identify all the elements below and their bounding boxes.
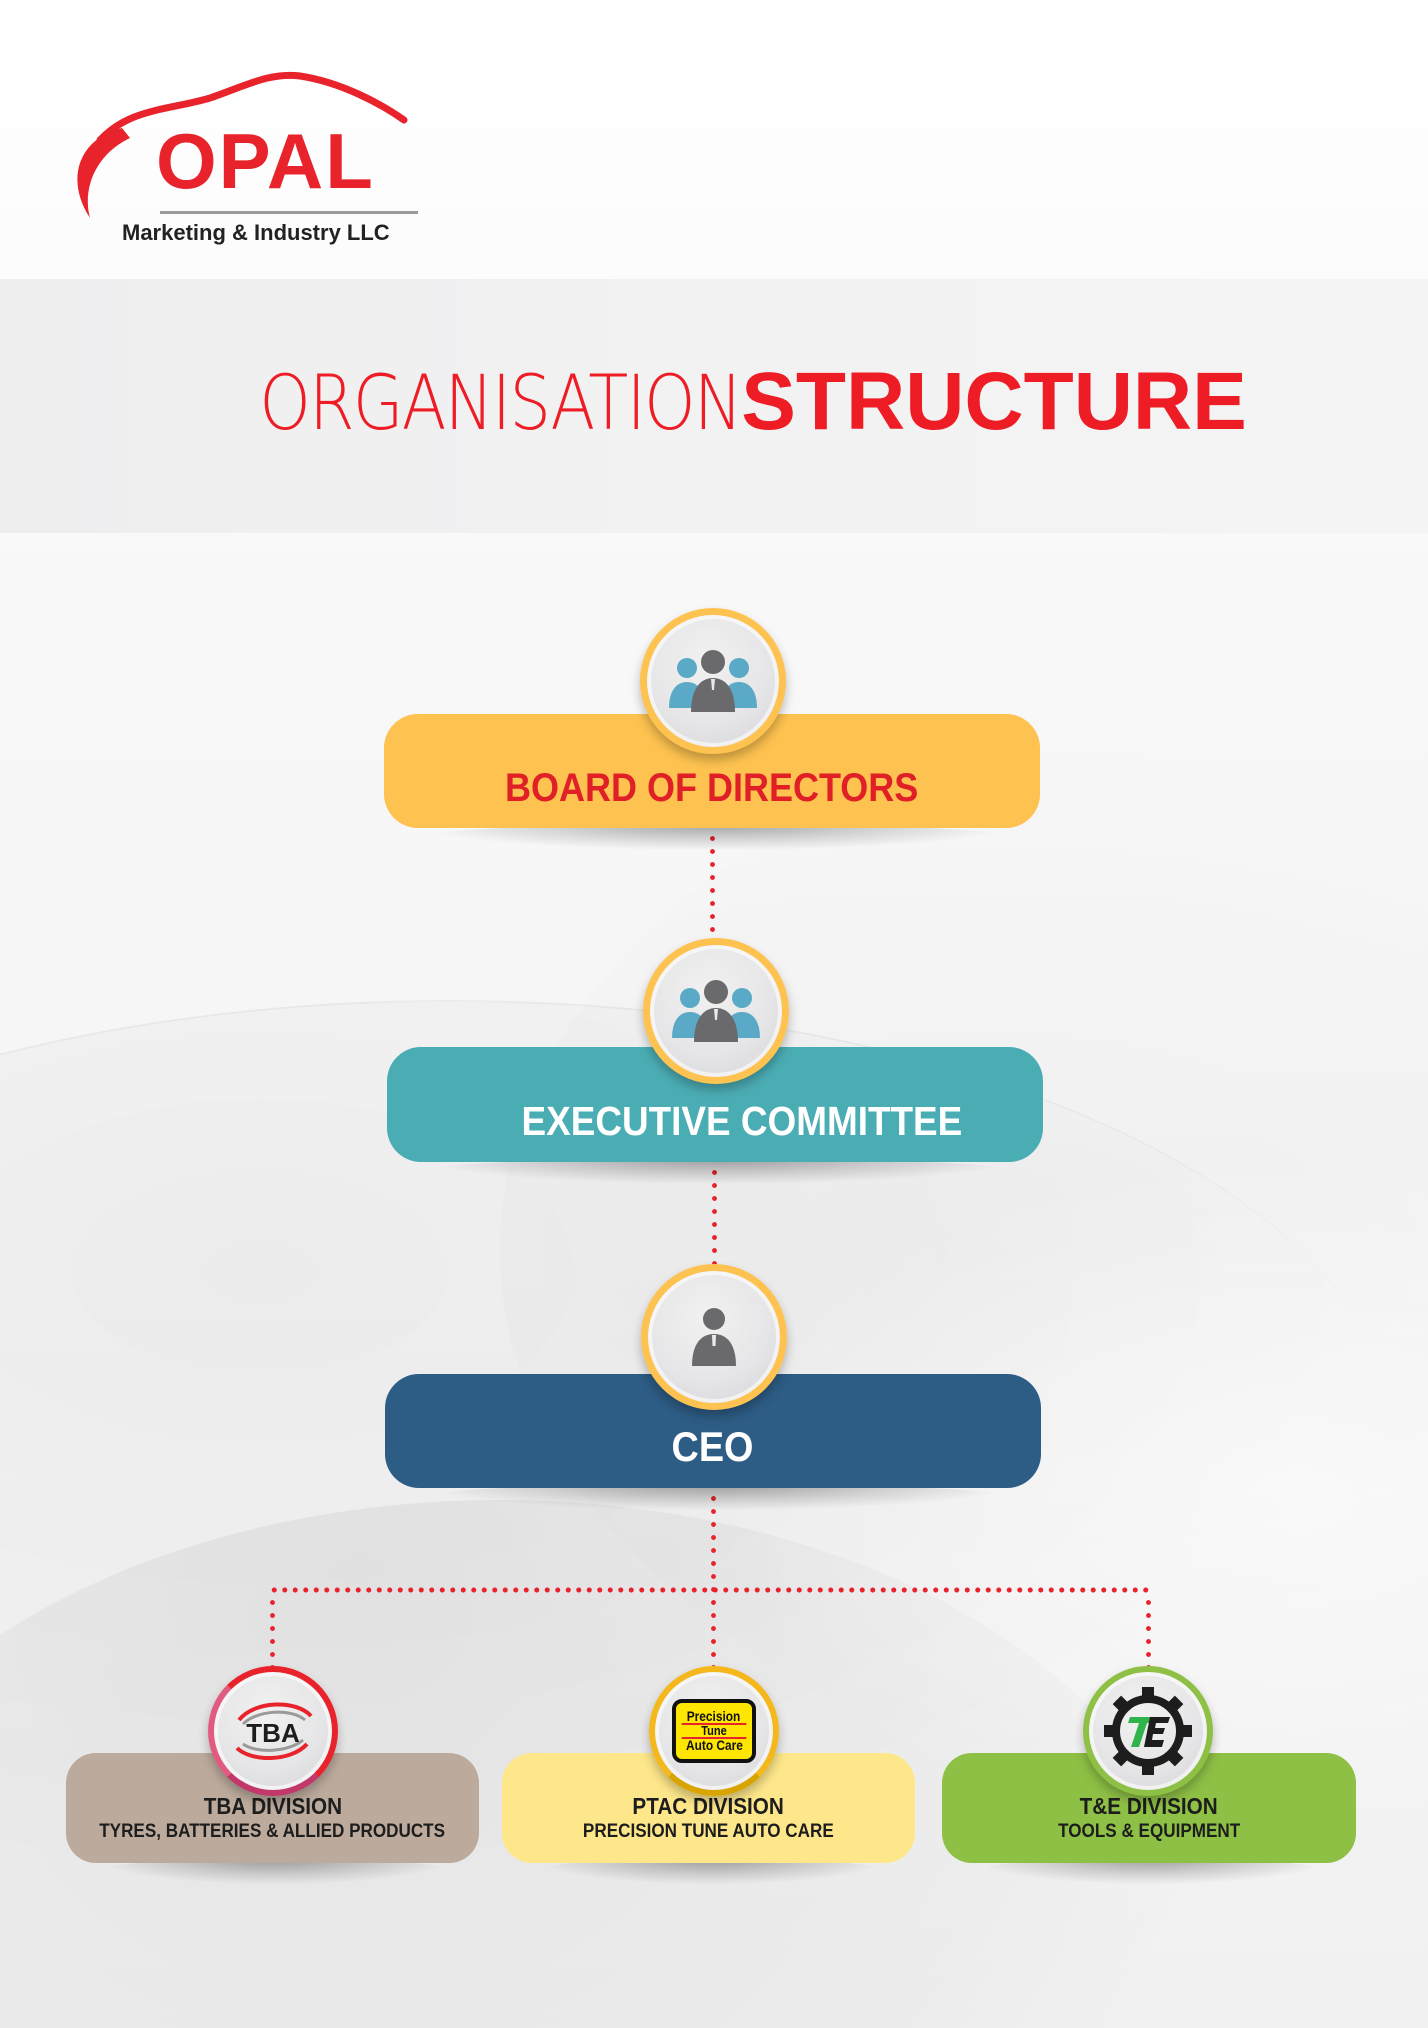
exec-label: EXECUTIVE COMMITTEE bbox=[521, 1098, 963, 1144]
connector-to-te bbox=[1146, 1596, 1151, 1668]
page-title: ORGANISATION STRUCTURE bbox=[0, 361, 1428, 443]
title-band bbox=[0, 279, 1428, 533]
shadow bbox=[420, 824, 1010, 850]
te-division-title: T&E DIVISION bbox=[1079, 1793, 1219, 1819]
tba-division-subtitle: TYRES, BATTERIES & ALLIED PRODUCTS bbox=[99, 1821, 446, 1842]
tba-division-title: TBA DIVISION bbox=[203, 1793, 342, 1819]
logo-brand: OPAL bbox=[156, 117, 375, 205]
connector-to-tba bbox=[270, 1596, 275, 1668]
ceo-box: CEO bbox=[385, 1374, 1041, 1488]
exec-icon-badge bbox=[643, 938, 789, 1084]
ptac-division-title: PTAC DIVISION bbox=[632, 1793, 785, 1819]
ceo-label: CEO bbox=[672, 1423, 754, 1470]
connector-exec-ceo bbox=[712, 1166, 717, 1268]
tba-logo-badge: TBA bbox=[208, 1666, 338, 1796]
board-icon-badge bbox=[640, 608, 786, 754]
group-people-icon bbox=[672, 980, 760, 1042]
te-logo-badge bbox=[1083, 1666, 1213, 1796]
group-people-icon bbox=[669, 650, 757, 712]
tba-logo-icon: TBA bbox=[235, 1702, 313, 1760]
ptac-division-subtitle: PRECISION TUNE AUTO CARE bbox=[583, 1821, 834, 1842]
car-silhouette-icon bbox=[77, 71, 408, 218]
board-label: BOARD OF DIRECTORS bbox=[505, 766, 919, 810]
connector-board-exec bbox=[710, 832, 715, 942]
te-division-subtitle: TOOLS & EQUIPMENT bbox=[1057, 1821, 1241, 1842]
connector-ceo-divisions bbox=[711, 1492, 716, 1670]
logo-divider bbox=[160, 211, 418, 214]
gear-logo-icon bbox=[1104, 1687, 1192, 1775]
page-title-bold: STRUCTURE bbox=[741, 356, 1247, 447]
shadow bbox=[423, 1158, 1013, 1184]
svg-text:TBA: TBA bbox=[246, 1718, 300, 1748]
ceo-icon-badge bbox=[641, 1264, 787, 1410]
precision-tune-logo-icon: Precision Tune Auto Care bbox=[672, 1699, 756, 1763]
ptac-logo-badge: Precision Tune Auto Care bbox=[649, 1666, 779, 1796]
logo-subtitle: Marketing & Industry LLC bbox=[122, 220, 390, 245]
page-title-light: ORGANISATION bbox=[259, 358, 743, 447]
connector-division-bar bbox=[269, 1587, 1151, 1593]
company-logo: OPAL Marketing & Industry LLC bbox=[60, 68, 420, 248]
single-person-icon bbox=[692, 1308, 736, 1366]
shadow bbox=[421, 1484, 1011, 1510]
